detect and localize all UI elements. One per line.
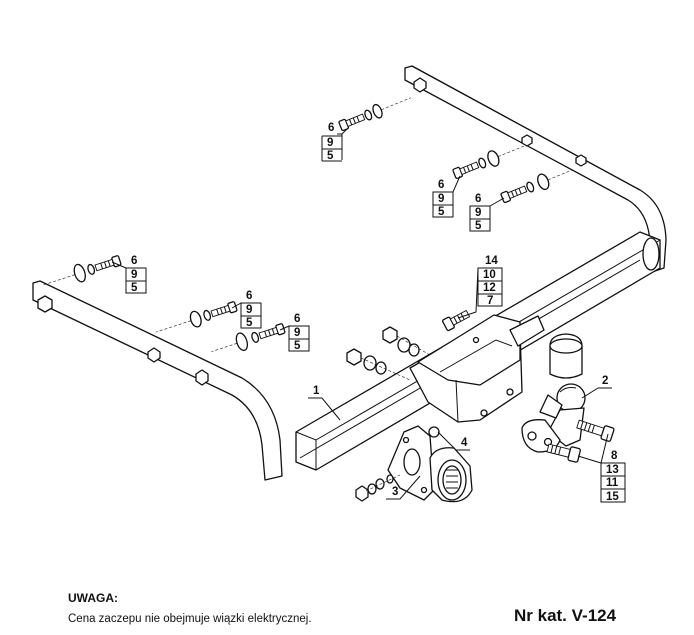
callout-stack-4: 6 9 5 (111, 255, 147, 294)
svg-text:9: 9 (327, 137, 333, 149)
svg-text:5: 5 (246, 317, 253, 329)
callout-stack-5: 6 9 5 (231, 290, 262, 329)
socket-plate (387, 425, 435, 501)
svg-text:14: 14 (485, 255, 498, 267)
callout-stack-1: 6 9 5 (321, 122, 349, 162)
svg-text:2: 2 (602, 375, 608, 387)
left-side-arm (32, 280, 283, 481)
callout-tow-ball: 2 (581, 375, 612, 399)
fastener-group-2 (452, 144, 527, 180)
svg-text:1: 1 (313, 385, 320, 397)
tow-ball-assembly (521, 333, 586, 453)
callout-stack-center-bolt: 14 10 12 7 (457, 255, 503, 319)
svg-text:9: 9 (246, 304, 252, 316)
fastener-group-1 (338, 97, 412, 132)
callout-stack-2: 6 9 5 (432, 175, 461, 218)
callout-main-beam: 1 (308, 385, 341, 421)
svg-text:9: 9 (475, 207, 481, 219)
center-bolt (441, 309, 471, 332)
svg-text:6: 6 (131, 255, 137, 267)
svg-text:5: 5 (438, 206, 445, 218)
svg-text:5: 5 (475, 220, 482, 232)
warning-text: Cena zaczepu nie obejmuje wiązki elektry… (68, 613, 312, 625)
svg-text:6: 6 (328, 122, 334, 134)
svg-text:9: 9 (294, 327, 300, 339)
svg-text:8: 8 (611, 450, 618, 462)
fastener-group-5 (155, 301, 238, 333)
ball-bolts (546, 419, 615, 463)
callout-clamp-bracket: 4 (437, 431, 470, 451)
callout-stack-6: 6 9 5 (279, 313, 310, 352)
svg-text:5: 5 (294, 340, 301, 352)
svg-text:3: 3 (392, 486, 398, 498)
svg-text:12: 12 (483, 282, 496, 294)
svg-text:9: 9 (131, 269, 137, 281)
fastener-group-3 (500, 169, 574, 204)
svg-text:7: 7 (487, 295, 493, 307)
right-side-arm (404, 65, 667, 273)
svg-text:5: 5 (327, 150, 334, 162)
svg-text:6: 6 (475, 193, 481, 205)
callout-stack-ball-bolts: 8 13 11 15 (577, 433, 626, 503)
svg-text:6: 6 (438, 179, 444, 191)
center-bracket (409, 314, 545, 423)
bracket-nuts (346, 326, 431, 381)
callout-socket-plate: 3 (386, 475, 421, 500)
catalog-number: Nr kat. V-124 (514, 606, 617, 625)
warning-title: UWAGA: (68, 591, 118, 605)
svg-text:4: 4 (461, 437, 468, 449)
svg-text:15: 15 (606, 491, 619, 503)
svg-text:9: 9 (438, 193, 444, 205)
svg-text:10: 10 (483, 269, 496, 281)
svg-text:5: 5 (131, 282, 138, 294)
socket-fasteners (355, 474, 401, 502)
svg-text:6: 6 (246, 290, 252, 302)
svg-text:6: 6 (294, 313, 300, 325)
svg-text:11: 11 (606, 477, 619, 489)
electric-socket (428, 426, 473, 503)
fastener-group-4 (42, 255, 122, 286)
callout-stack-3: 6 9 5 (469, 193, 505, 232)
svg-text:13: 13 (606, 464, 619, 476)
